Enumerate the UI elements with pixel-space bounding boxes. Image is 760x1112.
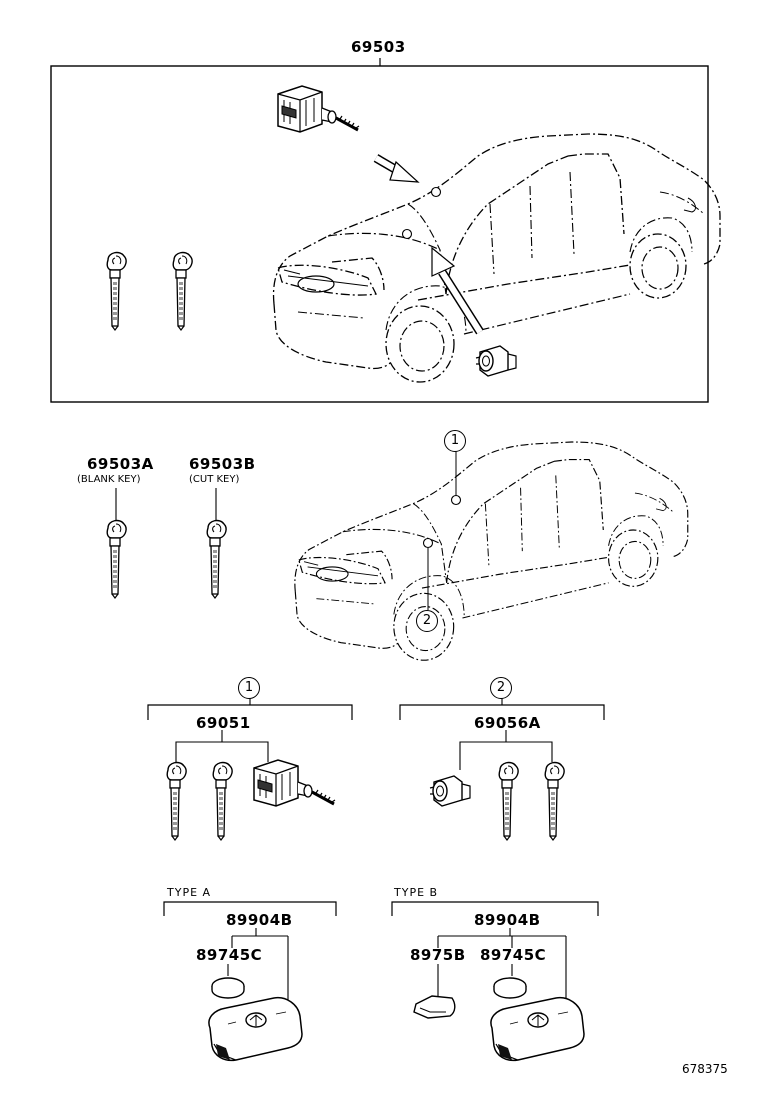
top-assembly-box	[50, 65, 709, 403]
type-b-remote-fob	[490, 996, 585, 1062]
cut-key-part-number: 69503B	[189, 455, 256, 473]
group1-ignition-cylinder	[252, 758, 337, 808]
type-b-bracket	[391, 901, 599, 916]
type-b-cover-part-number: 8975B	[410, 946, 466, 964]
type-b-leader	[437, 928, 567, 1006]
key-cut	[206, 519, 227, 599]
group2-part-number: 69056A	[474, 714, 541, 732]
group1-part-number: 69051	[196, 714, 251, 732]
arrow-to-ignition	[373, 154, 420, 183]
top-key-right	[172, 251, 193, 331]
type-b-battery	[493, 977, 527, 999]
type-b-battery-cover	[413, 995, 456, 1019]
top-car	[272, 133, 721, 383]
figure-number: 678375	[682, 1062, 728, 1076]
group2-key-1	[498, 761, 519, 841]
middle-car	[294, 441, 689, 661]
type-b-label: TYPE B	[394, 886, 439, 899]
top-door-cylinder	[475, 345, 517, 377]
top-ignition-cylinder	[276, 84, 361, 134]
type-a-battery	[211, 977, 245, 999]
cut-key-note: (CUT KEY)	[189, 474, 240, 485]
group1-part-leader	[175, 730, 269, 762]
group1-marker: 1	[238, 677, 260, 699]
group2-door-cylinder	[429, 775, 471, 807]
arrow-to-door	[431, 246, 484, 335]
type-b-battery-part-number: 89745C	[480, 946, 547, 964]
group2-marker: 2	[490, 677, 512, 699]
callout-2-dot	[422, 537, 434, 549]
type-a-part-number: 89904B	[226, 911, 293, 929]
type-a-bracket	[163, 901, 337, 916]
group2-part-leader	[459, 730, 553, 770]
callout-2: 2	[416, 610, 438, 632]
blank-key-note: (BLANK KEY)	[77, 474, 141, 485]
top-key-left	[106, 251, 127, 331]
ignition-location-dot	[430, 186, 442, 198]
type-a-remote-fob	[208, 996, 303, 1062]
door-location-dot	[401, 228, 413, 240]
key-blank	[106, 519, 127, 599]
type-a-label: TYPE A	[167, 886, 212, 899]
blank-key-part-number: 69503A	[87, 455, 154, 473]
type-b-part-number: 89904B	[474, 911, 541, 929]
callout-1-dot	[450, 494, 462, 506]
group1-key-1	[166, 761, 187, 841]
type-a-leader	[231, 928, 289, 1006]
type-a-battery-part-number: 89745C	[196, 946, 263, 964]
group1-key-2	[212, 761, 233, 841]
top-assembly-part-number: 69503	[351, 38, 406, 56]
callout-1: 1	[444, 430, 466, 452]
group2-key-2	[544, 761, 565, 841]
